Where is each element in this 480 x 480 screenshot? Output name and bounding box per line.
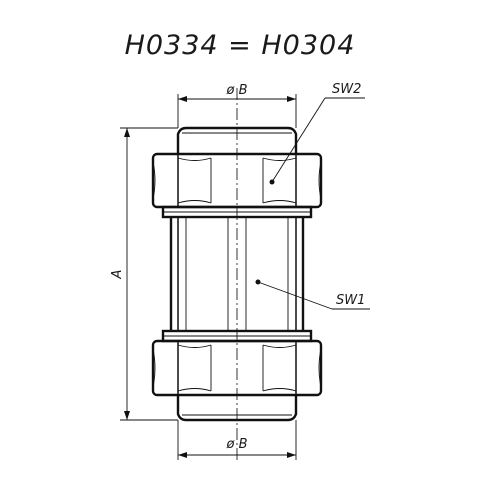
top-diameter-label: ø B (225, 83, 247, 98)
bottom-diameter-dimension: ø B (177, 420, 297, 460)
bottom-diameter-label: ø B (225, 437, 247, 452)
sw2-callout: SW2 (269, 82, 365, 185)
length-label: A (110, 270, 125, 280)
top-flange (161, 205, 313, 219)
bottom-hex-nut (151, 339, 323, 397)
sw1-callout: SW1 (255, 279, 370, 310)
top-diameter-dimension: ø B (177, 83, 297, 128)
bottom-pipe-end (176, 395, 298, 422)
top-pipe-end (176, 126, 298, 154)
sw1-label: SW1 (336, 293, 365, 308)
sw2-label: SW2 (332, 82, 361, 97)
coupling-body (169, 217, 305, 331)
drawing-title: H0334 = H0304 (125, 30, 356, 61)
length-dimension: A (110, 127, 178, 421)
